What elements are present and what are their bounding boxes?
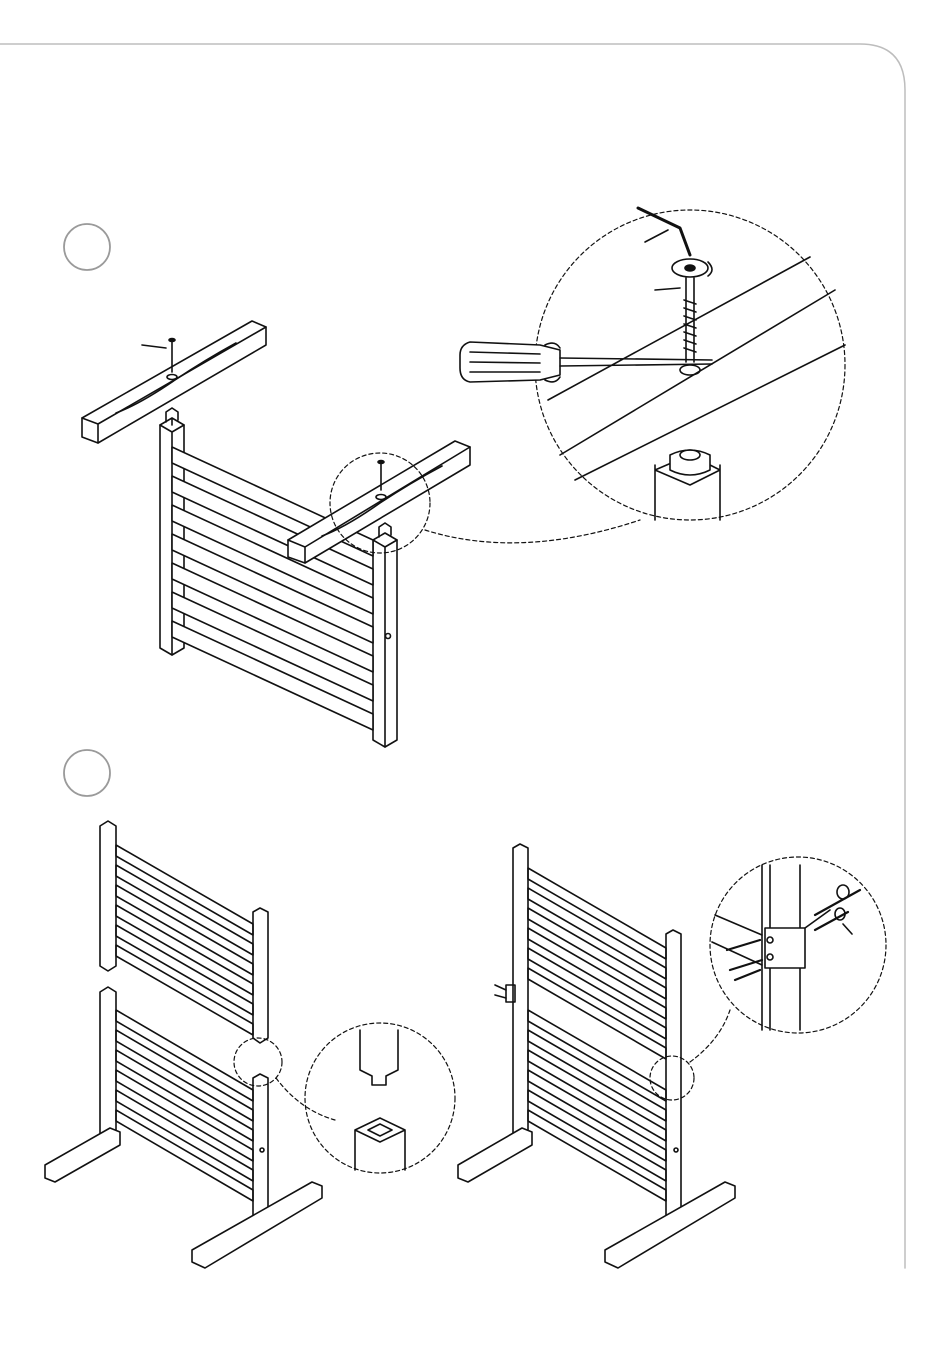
lower-left-post xyxy=(100,987,116,1140)
page-border xyxy=(0,44,905,1268)
tall-right-post xyxy=(666,930,681,1230)
step-1-detail-view xyxy=(460,208,845,520)
upper-left-post xyxy=(100,821,116,971)
upper-right-post xyxy=(253,908,268,1043)
step-2-left-assembly xyxy=(45,821,455,1268)
lower-slats xyxy=(116,1010,253,1201)
magnified-bolt xyxy=(655,259,712,375)
allen-key-icon xyxy=(638,208,690,255)
right-slats xyxy=(528,868,666,1201)
foot-left-2 xyxy=(458,1128,532,1182)
detail-circle-2 xyxy=(305,1023,455,1173)
screwdriver-icon xyxy=(460,342,712,382)
step-1-panel xyxy=(82,321,640,747)
upper-slats xyxy=(116,845,253,1035)
step-1-number-circle xyxy=(64,224,110,270)
slats xyxy=(172,447,373,730)
step-2-number-circle xyxy=(64,750,110,796)
foot-left xyxy=(45,1128,120,1182)
step-2-right-assembly xyxy=(458,844,886,1268)
connector-bracket-icon xyxy=(765,928,805,968)
